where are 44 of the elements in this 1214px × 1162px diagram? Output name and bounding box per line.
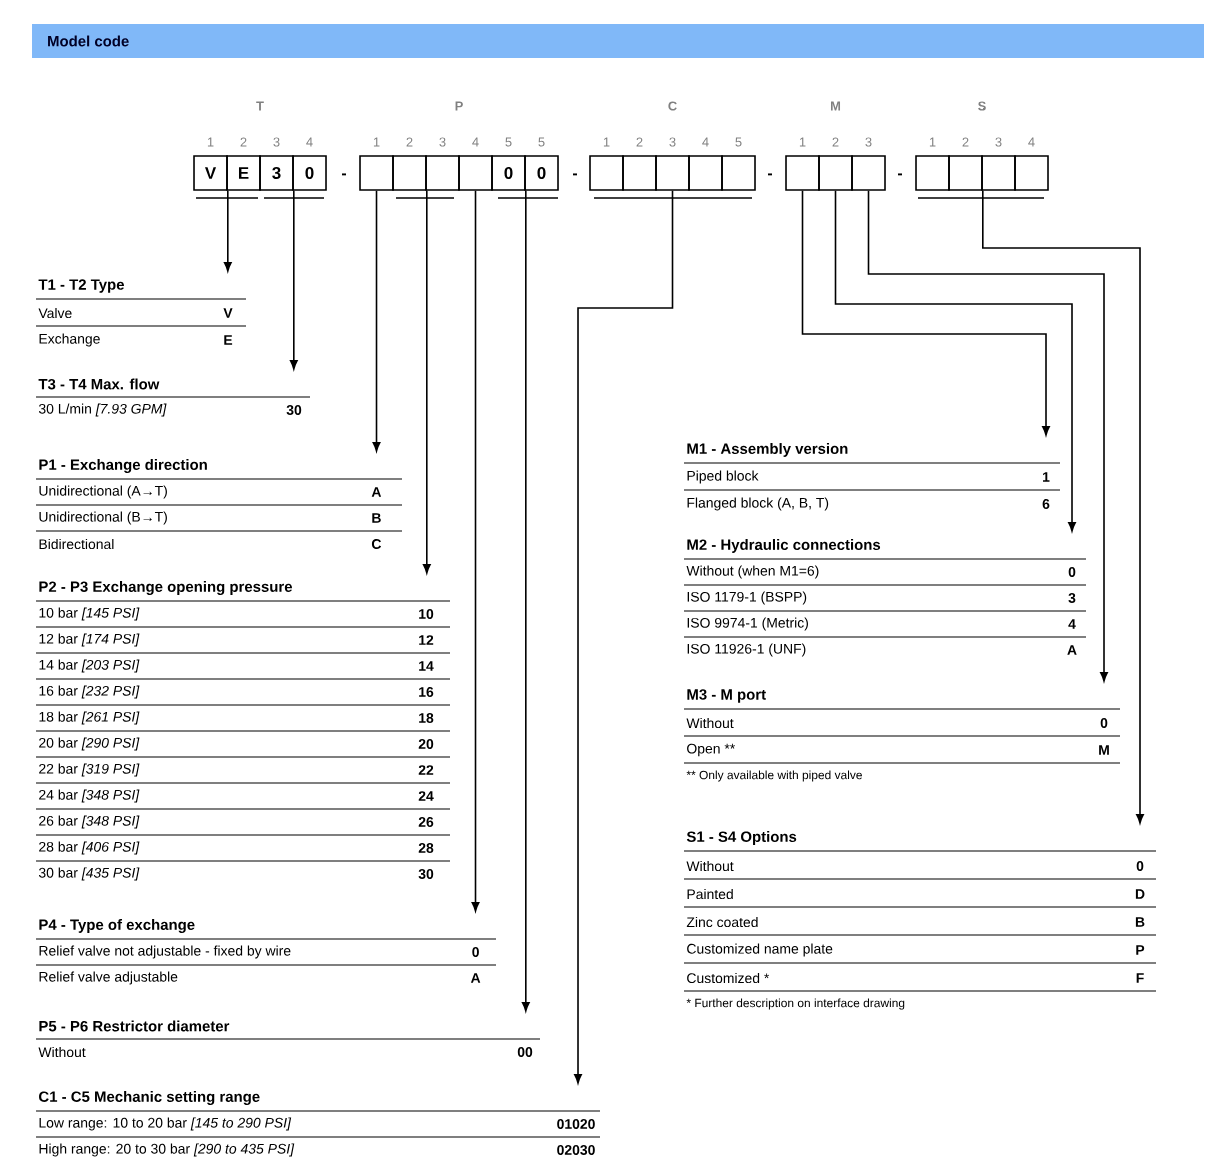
option-table [35,459,403,550]
arrow [574,190,674,1084]
code-cell [622,155,657,191]
arrow [422,190,431,574]
code-cell: 0 [524,155,559,191]
code-cell [851,155,886,191]
code-cell [915,155,950,191]
option-table [683,689,1121,782]
code-cell [818,155,853,191]
arrow [372,190,381,452]
code-cell: 0 [292,155,327,191]
code-cell [1014,155,1049,191]
arrow [834,190,1076,532]
code-cell [458,155,493,191]
code-cell [392,155,427,191]
option-table [683,539,1087,657]
code-cell: 0 [491,155,526,191]
code-cell [425,155,460,191]
option-table [35,919,497,985]
code-cell: 3 [259,155,294,191]
arrow [521,190,530,1012]
code-cell: E [226,155,261,191]
option-table [683,443,1061,511]
code-cell [589,155,624,191]
code-cell [655,155,690,191]
option-table [35,279,247,347]
option-table [35,581,451,881]
code-cell [948,155,983,191]
arrow [471,190,480,912]
option-table [35,1091,601,1157]
code-cell [981,155,1016,191]
option-table [35,378,311,417]
option-table [683,831,1157,1010]
code-cell [359,155,394,191]
arrow [801,190,1050,436]
option-table [35,1020,541,1058]
code-cell [785,155,820,191]
code-cell: V [193,155,228,191]
code-cell [688,155,723,191]
arrow [289,190,298,370]
code-cell [721,155,756,191]
arrow [982,190,1144,824]
arrow [867,190,1108,682]
arrow [223,190,232,272]
